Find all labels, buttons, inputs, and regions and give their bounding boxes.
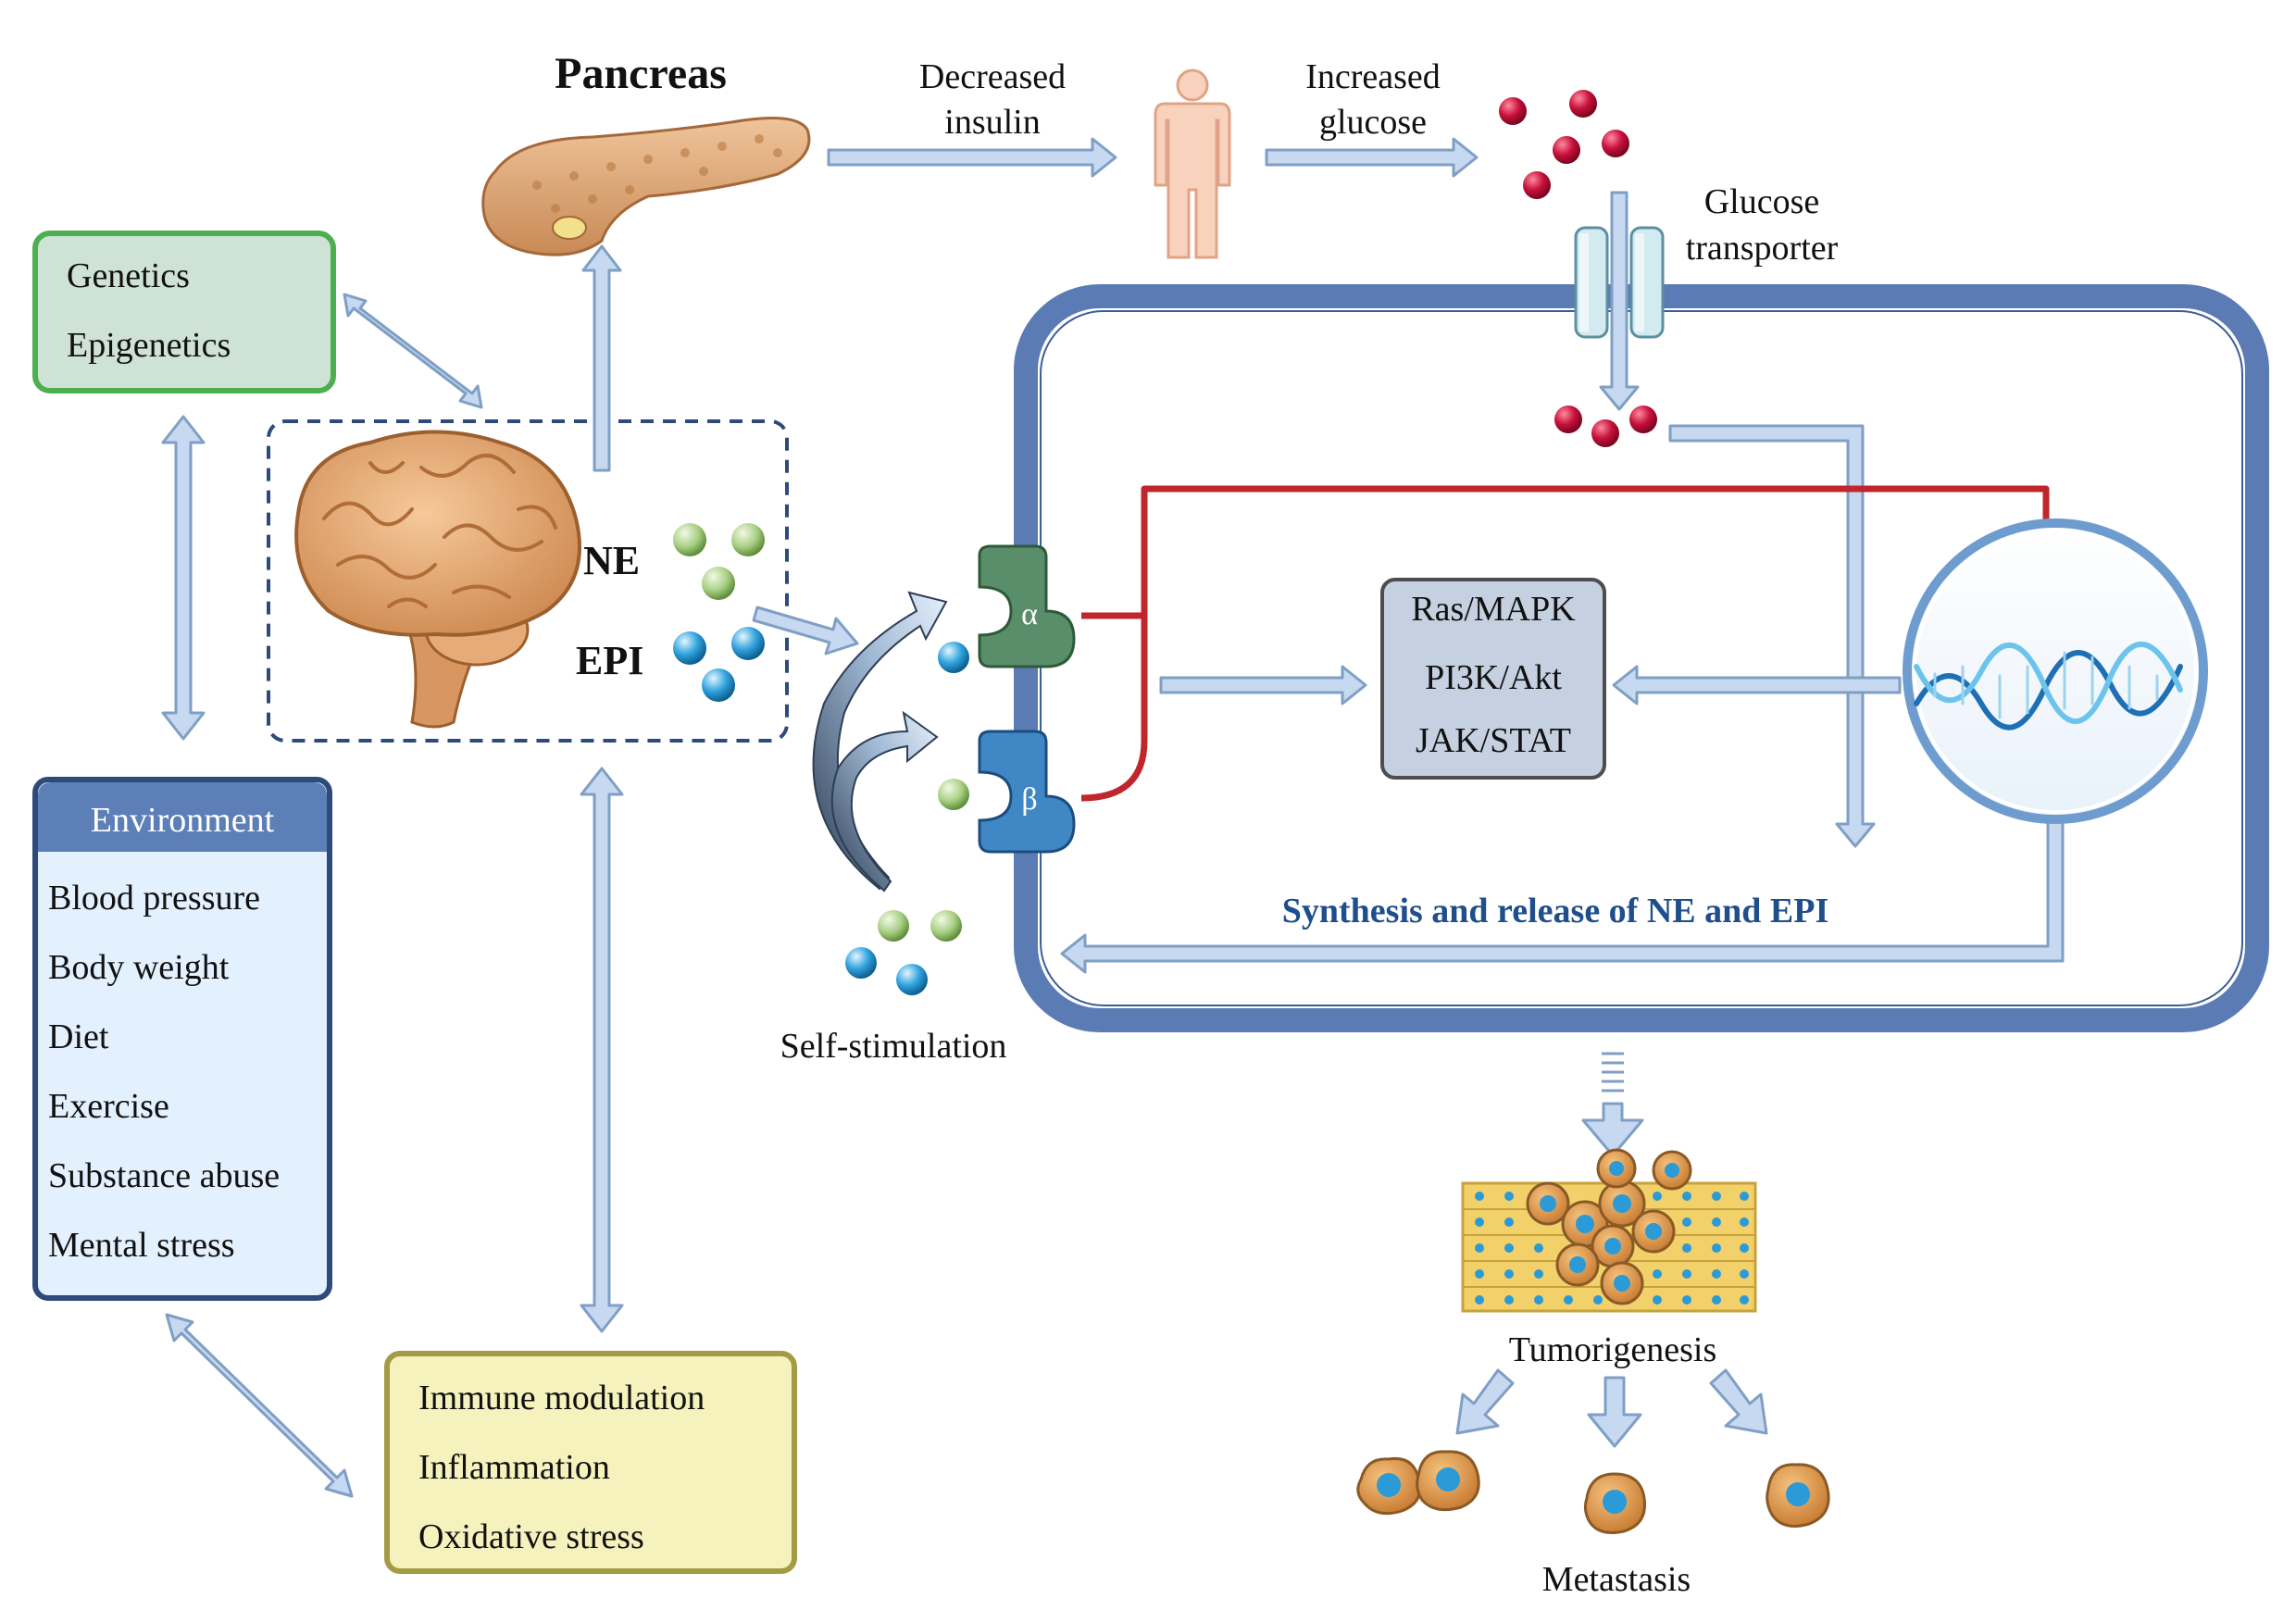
env-item-exercise: Exercise — [48, 1087, 169, 1126]
pathway-pi3k-akt: PI3K/Akt — [1425, 658, 1562, 697]
immune-item-inflammation: Inflammation — [418, 1448, 610, 1487]
pancreas-icon — [481, 117, 811, 256]
glucose-molecules-top — [1499, 90, 1629, 199]
glucose-transporter-label-2: transporter — [1686, 229, 1839, 268]
arrow-to-tumorigenesis — [1581, 1102, 1644, 1157]
immune-item-immune-modulation: Immune modulation — [418, 1379, 705, 1417]
tumor-tissue-icon — [1461, 1148, 1757, 1313]
beta-receptor: β — [978, 730, 1076, 854]
arrow-glucose-transporter — [1599, 191, 1640, 411]
dna-circle — [1903, 518, 2208, 824]
arrow-genetics-environment — [161, 415, 206, 741]
arrow-receptor-to-pathway — [1159, 665, 1367, 705]
arrow-environment-immune — [165, 1313, 354, 1498]
epi-label: EPI — [576, 638, 643, 683]
env-item-blood-pressure: Blood pressure — [48, 879, 260, 918]
synthesis-label: Synthesis and release of NE and EPI — [1282, 892, 1829, 930]
arrow-pancreas-to-person — [827, 137, 1117, 178]
env-item-mental-stress: Mental stress — [48, 1226, 235, 1265]
decreased-label: Decreased — [919, 57, 1066, 96]
insulin-label: insulin — [944, 103, 1040, 142]
immune-box: Immune modulation Inflammation Oxidative… — [384, 1351, 797, 1574]
arrow-person-to-glucose — [1265, 137, 1479, 178]
brain-icon — [294, 430, 581, 729]
environment-box: Environment Blood pressure Body weight D… — [32, 777, 332, 1301]
arrow-metastasis-center — [1587, 1376, 1642, 1448]
ne-label: NE — [583, 538, 640, 583]
beta-symbol: β — [1021, 782, 1037, 817]
arrow-dna-to-pathway — [1612, 665, 1902, 705]
epigenetics-label: Epigenetics — [67, 326, 231, 365]
self-stimulation-label: Self-stimulation — [780, 1027, 1007, 1066]
env-item-body-weight: Body weight — [48, 948, 230, 987]
dna-helix-icon — [1914, 641, 2183, 730]
arrow-brain-to-pancreas — [581, 244, 622, 472]
metastatic-nuclei — [1377, 1467, 1810, 1514]
epi-ball-alpha — [938, 642, 969, 673]
env-item-substance-abuse: Substance abuse — [48, 1156, 280, 1195]
pathway-box: Ras/MAPK PI3K/Akt JAK/STAT — [1380, 578, 1606, 780]
ne-molecules — [673, 523, 765, 600]
glucose-label: glucose — [1319, 103, 1427, 142]
arrow-synthesis-return — [1060, 813, 2065, 974]
pathway-ras-mapk: Ras/MAPK — [1411, 590, 1576, 629]
self-stimulation-molecules — [845, 910, 962, 995]
env-item-diet: Diet — [48, 1017, 109, 1056]
tumorigenesis-label: Tumorigenesis — [1509, 1330, 1717, 1369]
person-icon — [1154, 69, 1231, 259]
arrow-genetics-brain — [343, 293, 483, 409]
self-stimulation-arrows — [812, 591, 948, 893]
glucose-transporter-label-1: Glucose — [1704, 182, 1820, 221]
epi-molecules — [673, 627, 765, 702]
ne-ball-beta — [938, 779, 969, 810]
brain-box — [267, 419, 789, 743]
arrow-metastasis-right — [1709, 1368, 1768, 1435]
arrow-stripes — [1602, 1052, 1624, 1092]
alpha-receptor: α — [978, 544, 1076, 668]
glucose-molecules-inside — [1554, 406, 1657, 447]
arrow-metastasis-left — [1455, 1368, 1515, 1435]
pathway-jak-stat: JAK/STAT — [1416, 721, 1571, 760]
arrow-brain-immune — [580, 767, 624, 1333]
arrow-molecules-to-receptor — [752, 606, 859, 655]
genetics-label: Genetics — [67, 256, 190, 295]
arrow-glucose-to-pathway — [1668, 424, 1876, 848]
environment-header: Environment — [91, 801, 275, 840]
alpha-symbol: α — [1021, 597, 1038, 631]
immune-item-oxidative-stress: Oxidative stress — [418, 1517, 644, 1556]
metastasis-label: Metastasis — [1542, 1560, 1691, 1599]
metastatic-cells — [1356, 1450, 1830, 1534]
pancreas-title: Pancreas — [555, 49, 727, 98]
glucose-transporter-icon — [1574, 226, 1665, 339]
genetics-box: Genetics Epigenetics — [32, 231, 336, 393]
arrows — [161, 137, 2065, 1498]
increased-label: Increased — [1305, 57, 1441, 96]
